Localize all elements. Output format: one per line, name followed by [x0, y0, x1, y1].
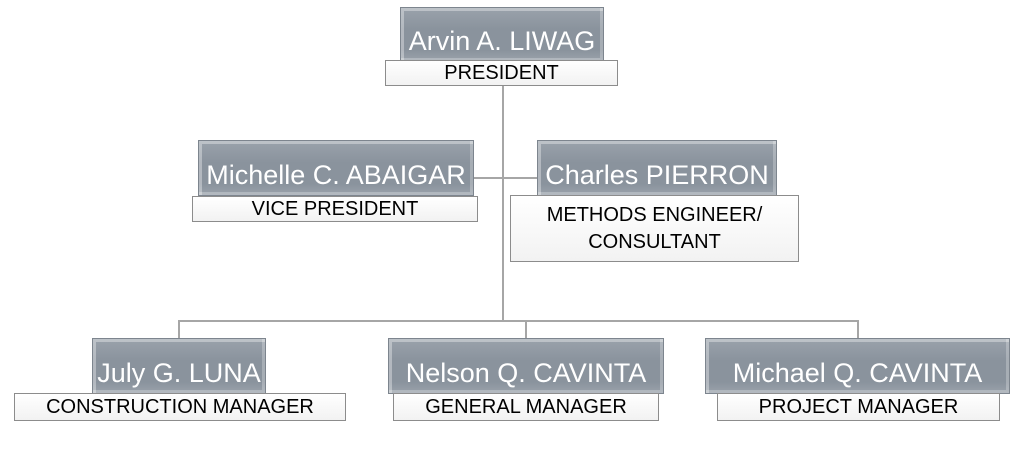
vice-president-title: VICE PRESIDENT	[192, 196, 478, 222]
manager-title: CONSTRUCTION MANAGER	[14, 393, 346, 421]
president-name: Arvin A. LIWAG	[400, 7, 604, 62]
manager-name: July G. LUNA	[92, 338, 266, 394]
manager-name: Nelson Q. CAVINTA	[388, 338, 664, 394]
consultant-name: Charles PIERRON	[537, 140, 777, 196]
manager-title: PROJECT MANAGER	[717, 393, 1000, 421]
vice-president-name: Michelle C. ABAIGAR	[198, 140, 474, 196]
connector-drop-michael	[857, 320, 859, 338]
connector-assistants	[474, 177, 537, 179]
connector-drop-luna	[178, 320, 180, 338]
connector-main-vertical	[502, 86, 504, 321]
connector-drop-nelson	[525, 320, 527, 338]
consultant-title-line2: CONSULTANT	[588, 230, 721, 253]
manager-title: GENERAL MANAGER	[393, 393, 659, 421]
manager-name: Michael Q. CAVINTA	[705, 338, 1010, 394]
consultant-title: METHODS ENGINEER/ CONSULTANT	[510, 195, 799, 262]
president-title: PRESIDENT	[385, 60, 618, 86]
connector-managers-horizontal	[178, 320, 859, 322]
consultant-title-line1: METHODS ENGINEER/	[546, 203, 763, 226]
